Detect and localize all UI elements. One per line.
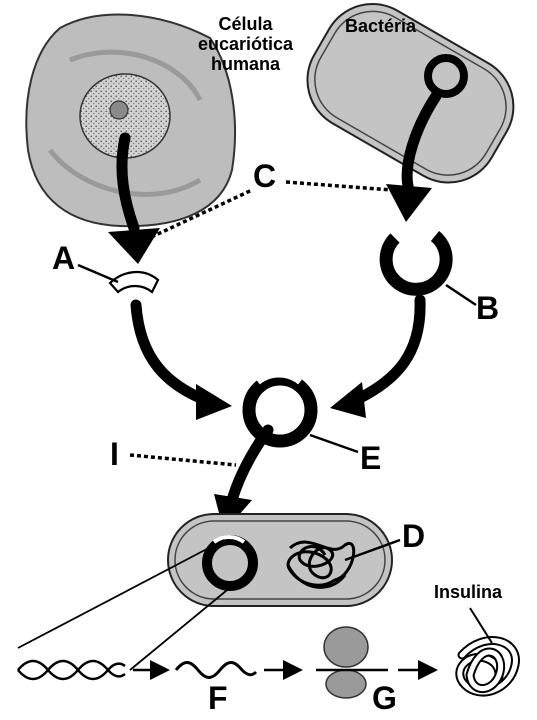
label-e: E — [360, 440, 381, 477]
label-b: B — [476, 290, 499, 327]
zoom-line-2 — [130, 586, 232, 670]
label-eukaryotic-cell: Célula eucariótica humana — [198, 14, 293, 74]
nucleolus — [110, 101, 128, 119]
recombinant-plasmid — [249, 374, 311, 441]
arrow-gene-to-recombinant — [136, 305, 232, 420]
pointer-b — [446, 285, 476, 305]
mrna-strand — [176, 663, 256, 678]
label-d: D — [402, 518, 425, 555]
dotted-line-c-right — [286, 182, 392, 190]
label-i: I — [110, 436, 119, 473]
insulin-protein — [460, 641, 516, 693]
label-a: A — [52, 240, 75, 277]
dotted-line-i — [130, 455, 236, 465]
label-insulin: Insulina — [434, 582, 502, 602]
label-bacterium: Bactéria — [345, 16, 416, 36]
arrow-plasmid-to-recombinant — [330, 300, 420, 418]
label-f: F — [208, 680, 228, 717]
label-c: C — [253, 158, 276, 195]
transformed-bacterium — [168, 514, 392, 606]
dna-double-helix — [18, 661, 125, 679]
cut-plasmid — [386, 236, 446, 289]
pointer-a — [78, 265, 118, 282]
pointer-e — [310, 435, 358, 452]
label-g: G — [372, 680, 397, 717]
